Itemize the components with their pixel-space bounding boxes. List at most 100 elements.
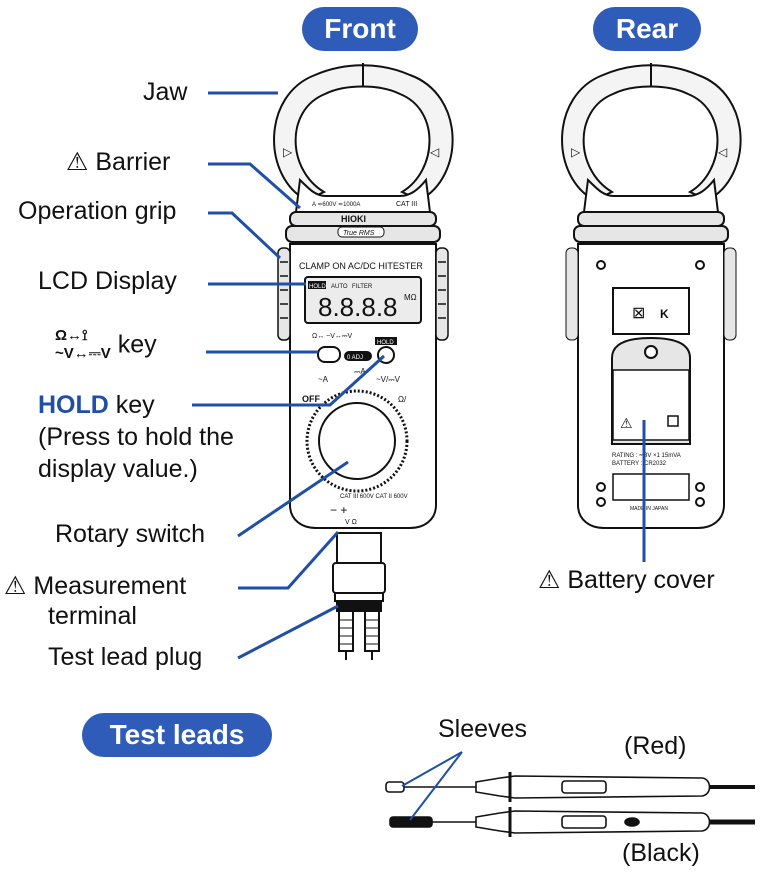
label-barrier: ⚠ Barrier <box>66 148 171 177</box>
lcd-hold-text: HOLD <box>309 284 326 290</box>
leader-plug <box>237 604 339 660</box>
rotary-dial-inner <box>318 402 396 480</box>
red-lead-window <box>561 780 607 794</box>
rear-battery-type: BATTERY : CR2032 <box>612 461 667 467</box>
rear-barrier <box>582 177 720 213</box>
rear-screw-bl <box>596 482 606 492</box>
terminal-v-ohm: V Ω <box>345 519 357 526</box>
front-barrier <box>294 177 432 213</box>
label-lcd-display: LCD Display <box>38 267 177 295</box>
zero-adj-label: 0 ADJ <box>347 355 363 361</box>
hold-key-tag-label: HOLD <box>377 340 394 346</box>
label-hold-key-bold: HOLD <box>38 391 109 419</box>
front-brand: HIOKI <box>341 214 366 224</box>
label-function-key: Ω↔⟟~V↔⎓V key <box>55 327 157 363</box>
plug-body <box>332 562 386 594</box>
warning-icon: ⚠ <box>66 148 89 176</box>
battery-double-insulation <box>667 415 679 427</box>
battery-warning-mark: ⚠ <box>620 415 633 431</box>
dial-ac-a-label: ~A <box>318 375 329 384</box>
black-lead-sleeve <box>389 816 433 828</box>
lcd-digits: 8.8.8.8 <box>318 292 398 322</box>
function-key-symbols: Ω↔ ~V↔⎓V <box>312 333 353 340</box>
dial-dc-a-label: ⎓A <box>354 367 366 376</box>
rear-ridge-top <box>577 211 725 227</box>
jaw-arrow-left: ▷ <box>283 145 293 159</box>
function-key-symbol-block: Ω↔⟟~V↔⎓V <box>55 327 111 362</box>
label-hold-key: HOLD key <box>38 391 155 420</box>
leader-lines <box>192 91 646 821</box>
rear-ridge-bottom <box>573 225 729 243</box>
label-test-lead-plug: Test lead plug <box>48 643 203 671</box>
rear-screw-br2 <box>695 497 705 507</box>
front-device: ▷ ◁ A ≂600V ≂1000A CAT III HIOKI True RM… <box>273 63 454 660</box>
lcd-frame <box>304 276 422 324</box>
leader-sleeve-1 <box>401 751 463 787</box>
lead-right <box>364 610 380 652</box>
leader-terminal <box>238 531 340 590</box>
dial-ohm-label: Ω/ <box>398 395 407 404</box>
rear-header: Rear <box>593 7 701 51</box>
leader-sleeve-2 <box>409 751 463 821</box>
label-hold-note-2: display value.) <box>38 455 198 483</box>
front-cat-mark: CAT III <box>396 201 417 208</box>
plug-collar <box>336 532 382 564</box>
label-hold-note-1: (Press to hold the <box>38 423 234 451</box>
label-hold-key-text: key <box>115 391 155 419</box>
rear-label-plate <box>612 287 690 335</box>
rear-screw-tl <box>596 260 606 270</box>
front-model: CLAMP ON AC/DC HITESTER <box>299 261 423 271</box>
dial-off-label: OFF <box>302 394 320 404</box>
hold-key-tag <box>375 337 397 345</box>
leader-rotary <box>237 460 349 538</box>
leader-barrier <box>208 162 301 210</box>
plug-ring <box>334 592 384 602</box>
rear-screw-tr <box>695 260 705 270</box>
function-key <box>317 346 341 363</box>
label-red: (Red) <box>624 732 687 760</box>
lead-left <box>338 610 354 652</box>
warning-icon: ⚠ <box>4 572 27 600</box>
rear-jaw-arrow-left: ▷ <box>571 145 581 159</box>
battery-cover-screw <box>644 345 658 359</box>
lcd-hold-box <box>308 281 326 289</box>
label-measurement-terminal-1: Measurement <box>33 572 187 600</box>
battery-cover-panel <box>612 369 690 441</box>
rear-jaw-arrow-right: ◁ <box>718 145 728 159</box>
label-operation-grip: Operation grip <box>18 197 177 225</box>
rear-screw-bl2 <box>596 497 606 507</box>
black-lead-window <box>561 815 607 829</box>
label-battery-cover-text: Battery cover <box>567 566 715 594</box>
leader-grip <box>208 211 282 260</box>
zero-adj-key <box>344 351 372 361</box>
rear-lower-plate <box>612 473 690 501</box>
label-barrier-text: Barrier <box>95 148 171 176</box>
test-leads-header: Test leads <box>82 713 272 757</box>
label-measurement-terminal-2: terminal <box>48 602 137 630</box>
rear-screw-br <box>695 482 705 492</box>
lcd-units: MΩ <box>404 293 417 302</box>
warning-icon: ⚠ <box>538 566 561 594</box>
rear-weee-mark: ⊠ <box>632 305 645 322</box>
label-function-key-text: key <box>117 330 157 359</box>
dial-v-label: ~V/⎓V <box>376 375 401 384</box>
rear-made-in: MADE IN JAPAN <box>630 506 668 512</box>
rear-device: ▷ ◁ ⊠ K ⚠ RATING : ⎓3V ×1 15mVA BATTERY … <box>561 63 742 529</box>
plug-band <box>336 600 382 612</box>
terminal-polarity: − + <box>330 503 347 517</box>
true-rms-badge <box>337 226 385 238</box>
terminal-rating: CAT III 600V CAT II 600V <box>340 494 408 500</box>
test-leads <box>385 772 755 837</box>
black-lead-mark <box>624 817 640 827</box>
rear-rating: RATING : ⎓3V ×1 15mVA <box>612 453 681 459</box>
label-sleeves: Sleeves <box>438 715 527 743</box>
label-measurement-terminal: ⚠ Measurement <box>4 572 187 601</box>
lcd-filter: FILTER <box>352 284 373 290</box>
label-battery-cover: ⚠ Battery cover <box>538 566 715 595</box>
lead-ridges <box>339 619 379 645</box>
true-rms-label: True RMS <box>343 230 375 237</box>
label-rotary-switch: Rotary switch <box>55 520 206 548</box>
rear-kc-mark: K <box>660 307 669 321</box>
